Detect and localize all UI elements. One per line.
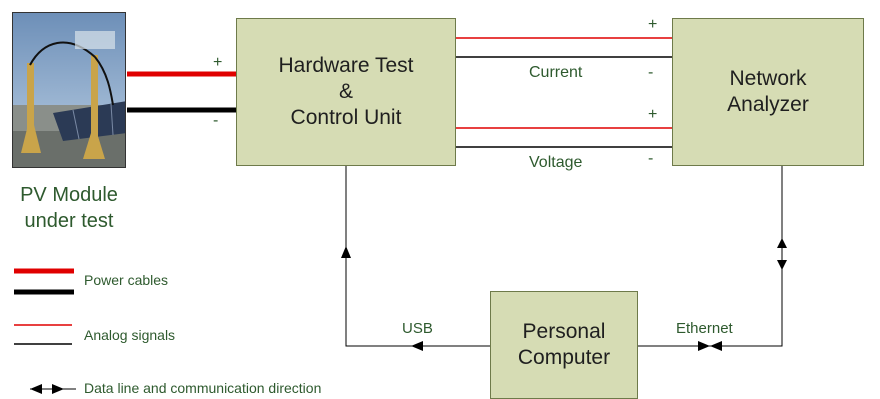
legend-analog-label: Analog signals	[84, 327, 176, 343]
analyzer-block-line-2: Analyzer	[727, 93, 809, 116]
pv-label-line-2: under test	[24, 210, 114, 232]
pv-module-photo	[12, 12, 126, 168]
pv-module-label: PV Module under test	[0, 182, 138, 234]
ethernet-arrow-up	[777, 238, 787, 248]
current-label: Current	[529, 64, 583, 81]
ethernet-data-line	[638, 166, 783, 347]
voltage-label: Voltage	[529, 154, 583, 171]
hardware-test-control-unit-block: Hardware Test & Control Unit	[236, 18, 456, 166]
ethernet-arrow-down	[777, 260, 787, 270]
current-minus-sign: -	[648, 64, 654, 81]
pv-label-line-1: PV Module	[20, 184, 118, 206]
hardware-block-line-3: Control Unit	[290, 106, 402, 130]
legend-data-arrow-left	[30, 384, 42, 394]
network-analyzer-block: Network Analyzer	[672, 18, 864, 166]
analyzer-block-line-1: Network	[729, 66, 807, 90]
usb-label: USB	[402, 320, 433, 337]
current-plus-sign: +	[648, 16, 658, 33]
computer-block-line-1: Personal	[522, 319, 606, 343]
voltage-minus-sign: -	[648, 150, 654, 167]
personal-computer-block: Personal Computer	[490, 291, 638, 399]
power-plus-sign: +	[213, 54, 223, 71]
ethernet-arrow-left	[710, 341, 722, 351]
pv-photo-illustration	[13, 13, 125, 167]
usb-data-line	[345, 166, 490, 347]
legend-power-label: Power cables	[84, 272, 169, 288]
computer-block-line-2: Computer	[517, 346, 611, 369]
hardware-block-line-2: &	[338, 79, 353, 103]
ethernet-label: Ethernet	[676, 320, 733, 337]
hardware-block-line-1: Hardware Test	[278, 53, 414, 77]
usb-arrow-left	[411, 341, 423, 351]
legend-data-arrow-right	[52, 384, 64, 394]
voltage-plus-sign: +	[648, 106, 658, 123]
power-minus-sign: -	[213, 112, 219, 129]
usb-arrow-up	[341, 246, 351, 258]
legend-data-label: Data line and communication direction	[84, 380, 322, 396]
ethernet-arrow-right	[698, 341, 710, 351]
